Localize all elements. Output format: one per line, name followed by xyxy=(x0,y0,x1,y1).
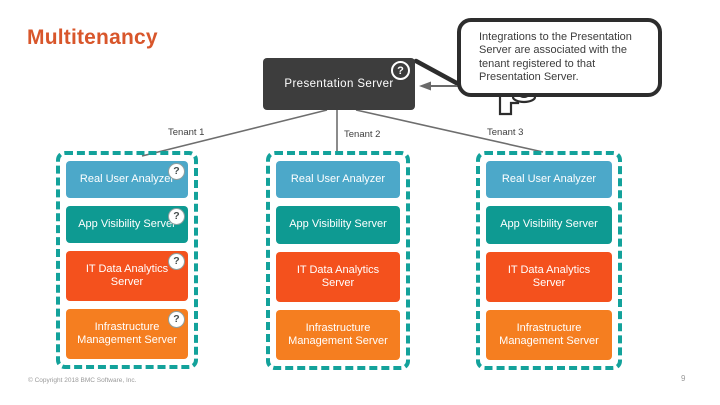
service-label: App Visibility Server xyxy=(500,218,598,231)
service-box-app-visibility-server: App Visibility Server ? xyxy=(66,206,188,243)
callout-arrowhead-icon xyxy=(419,81,431,91)
service-label: Real User Analyzer xyxy=(79,173,175,185)
service-label: IT Data Analytics Server xyxy=(85,263,169,288)
service-box-real-user-analyzer: Real User Analyzer xyxy=(486,161,612,199)
service-label: Infrastructure Management Server xyxy=(77,321,177,346)
help-icon: ? xyxy=(168,163,185,180)
service-box-infrastructure-management-server: Infrastructure Management Server xyxy=(276,309,400,360)
service-box-real-user-analyzer: Real User Analyzer ? xyxy=(66,161,188,198)
callout-bubble: Integrations to the Presentation Server … xyxy=(457,18,662,97)
tenant-group-2: Real User Analyzer App Visibility Server… xyxy=(266,151,410,370)
slide-title: Multitenancy xyxy=(27,26,158,49)
service-label: App Visibility Server xyxy=(78,218,176,230)
service-box-app-visibility-server: App Visibility Server xyxy=(276,206,400,244)
service-box-real-user-analyzer: Real User Analyzer xyxy=(276,161,400,199)
service-label: Real User Analyzer xyxy=(290,173,386,186)
callout-connector-line xyxy=(413,58,465,89)
service-box-infrastructure-management-server: Infrastructure Management Server xyxy=(486,309,612,360)
service-box-app-visibility-server: App Visibility Server xyxy=(486,206,612,244)
service-label: App Visibility Server xyxy=(289,218,387,231)
help-icon: ? xyxy=(168,253,185,270)
service-label: IT Data Analytics Server xyxy=(507,263,591,289)
tenant-2-label: Tenant 2 xyxy=(344,129,381,140)
page-number: 9 xyxy=(681,374,686,383)
help-icon: ? xyxy=(391,61,410,80)
service-label: Infrastructure Management Server xyxy=(288,321,388,347)
presentation-server-box: Presentation Server ? xyxy=(263,58,415,110)
tenant-group-1: Real User Analyzer ? App Visibility Serv… xyxy=(56,151,198,369)
callout-text: Integrations to the Presentation Server … xyxy=(479,31,632,84)
tenant-1-label: Tenant 1 xyxy=(168,127,205,138)
service-box-it-data-analytics-server: IT Data Analytics Server xyxy=(486,251,612,302)
tenant-3-label: Tenant 3 xyxy=(487,127,524,138)
service-box-it-data-analytics-server: IT Data Analytics Server ? xyxy=(66,251,188,301)
copyright-text: © Copyright 2018 BMC Software, Inc. xyxy=(28,377,137,384)
presentation-server-label: Presentation Server xyxy=(284,78,394,90)
help-icon: ? xyxy=(168,208,185,225)
service-label: IT Data Analytics Server xyxy=(296,263,380,289)
service-box-infrastructure-management-server: Infrastructure Management Server ? xyxy=(66,309,188,359)
tenant-group-3: Real User Analyzer App Visibility Server… xyxy=(476,151,622,370)
help-icon: ? xyxy=(168,311,185,328)
service-label: Infrastructure Management Server xyxy=(499,321,599,347)
service-label: Real User Analyzer xyxy=(501,173,597,186)
service-box-it-data-analytics-server: IT Data Analytics Server xyxy=(276,251,400,302)
